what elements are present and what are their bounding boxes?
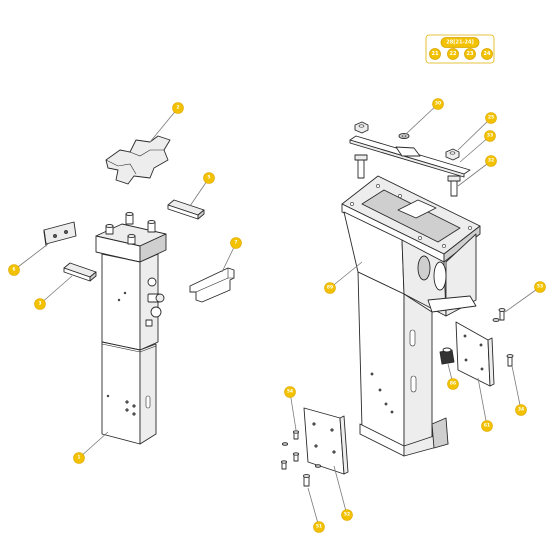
svg-text:61: 61 xyxy=(484,423,490,429)
svg-text:86: 86 xyxy=(450,381,456,387)
part-washer xyxy=(398,132,410,140)
leader-lines xyxy=(13,103,541,528)
callout-52[interactable]: 52 xyxy=(341,509,353,521)
kit-header: 28[21-24] 21 22 23 24 xyxy=(425,34,495,64)
svg-text:22: 22 xyxy=(450,51,457,57)
part-bar-upper xyxy=(167,199,205,220)
part-screw-53 xyxy=(498,308,506,321)
part-side-plate xyxy=(455,321,495,387)
part-valve-fitting xyxy=(439,347,455,365)
part-cross-buffer xyxy=(105,135,171,185)
part-bolt-left xyxy=(354,154,368,179)
callout-54[interactable]: 54 xyxy=(284,386,296,398)
part-nut-top-left xyxy=(354,121,369,134)
part-cover-plate xyxy=(303,407,349,475)
callout-89[interactable]: 89 xyxy=(324,282,336,294)
part-bolt-54a xyxy=(292,430,300,440)
svg-text:30: 30 xyxy=(435,101,441,107)
svg-text:32: 32 xyxy=(488,158,494,164)
svg-text:33: 33 xyxy=(487,133,493,139)
part-breaker-body xyxy=(95,211,167,445)
callout-25[interactable]: 25 xyxy=(485,112,497,124)
part-bolt-54d xyxy=(292,452,300,462)
part-bolt-54c xyxy=(280,460,288,470)
part-nut-53b xyxy=(492,317,500,323)
callout-61[interactable]: 61 xyxy=(481,420,493,432)
svg-text:23: 23 xyxy=(467,51,474,57)
part-screw-34 xyxy=(506,354,514,367)
svg-text:21: 21 xyxy=(432,51,439,57)
callout-6[interactable]: 6 xyxy=(8,264,20,276)
kit-item-22[interactable]: 22 xyxy=(447,48,459,60)
callout-3[interactable]: 3 xyxy=(34,298,46,310)
kit-item-23[interactable]: 23 xyxy=(464,48,476,60)
svg-text:54: 54 xyxy=(287,389,293,395)
svg-text:52: 52 xyxy=(344,512,350,518)
svg-text:3: 3 xyxy=(38,301,41,307)
callout-30[interactable]: 30 xyxy=(432,98,444,110)
svg-text:2: 2 xyxy=(176,105,179,111)
svg-text:1: 1 xyxy=(77,455,80,461)
part-housing xyxy=(341,175,481,457)
callout-1[interactable]: 1 xyxy=(73,452,85,464)
kit-item-21[interactable]: 21 xyxy=(429,48,441,60)
part-nut-top-right xyxy=(445,148,460,161)
callout-5[interactable]: 5 xyxy=(203,172,215,184)
callout-34[interactable]: 34 xyxy=(515,404,527,416)
callout-2[interactable]: 2 xyxy=(172,102,184,114)
part-bolt-right xyxy=(447,175,461,197)
svg-text:51: 51 xyxy=(316,524,322,530)
part-bolt-51b xyxy=(314,464,322,468)
part-bar-lower xyxy=(63,262,97,282)
svg-text:7: 7 xyxy=(234,240,237,246)
svg-text:24: 24 xyxy=(484,51,491,57)
part-link-plate xyxy=(349,135,471,178)
callout-86[interactable]: 86 xyxy=(447,378,459,390)
svg-text:5: 5 xyxy=(207,175,210,181)
callout-53[interactable]: 53 xyxy=(534,281,546,293)
svg-text:34: 34 xyxy=(518,407,524,413)
callout-32[interactable]: 32 xyxy=(485,155,497,167)
kit-item-24[interactable]: 24 xyxy=(481,48,493,60)
svg-text:6: 6 xyxy=(12,267,15,273)
kit-header-label: 28[21-24] xyxy=(446,40,474,46)
callout-51[interactable]: 51 xyxy=(313,521,325,533)
svg-text:89: 89 xyxy=(327,285,333,291)
part-wear-plate xyxy=(43,221,77,247)
callout-7[interactable]: 7 xyxy=(230,237,242,249)
callout-33[interactable]: 33 xyxy=(484,130,496,142)
part-bolt-51 xyxy=(303,474,310,487)
part-bracket xyxy=(189,267,235,303)
part-bolt-54b xyxy=(281,442,289,446)
svg-text:53: 53 xyxy=(537,284,543,290)
svg-text:25: 25 xyxy=(488,115,494,121)
